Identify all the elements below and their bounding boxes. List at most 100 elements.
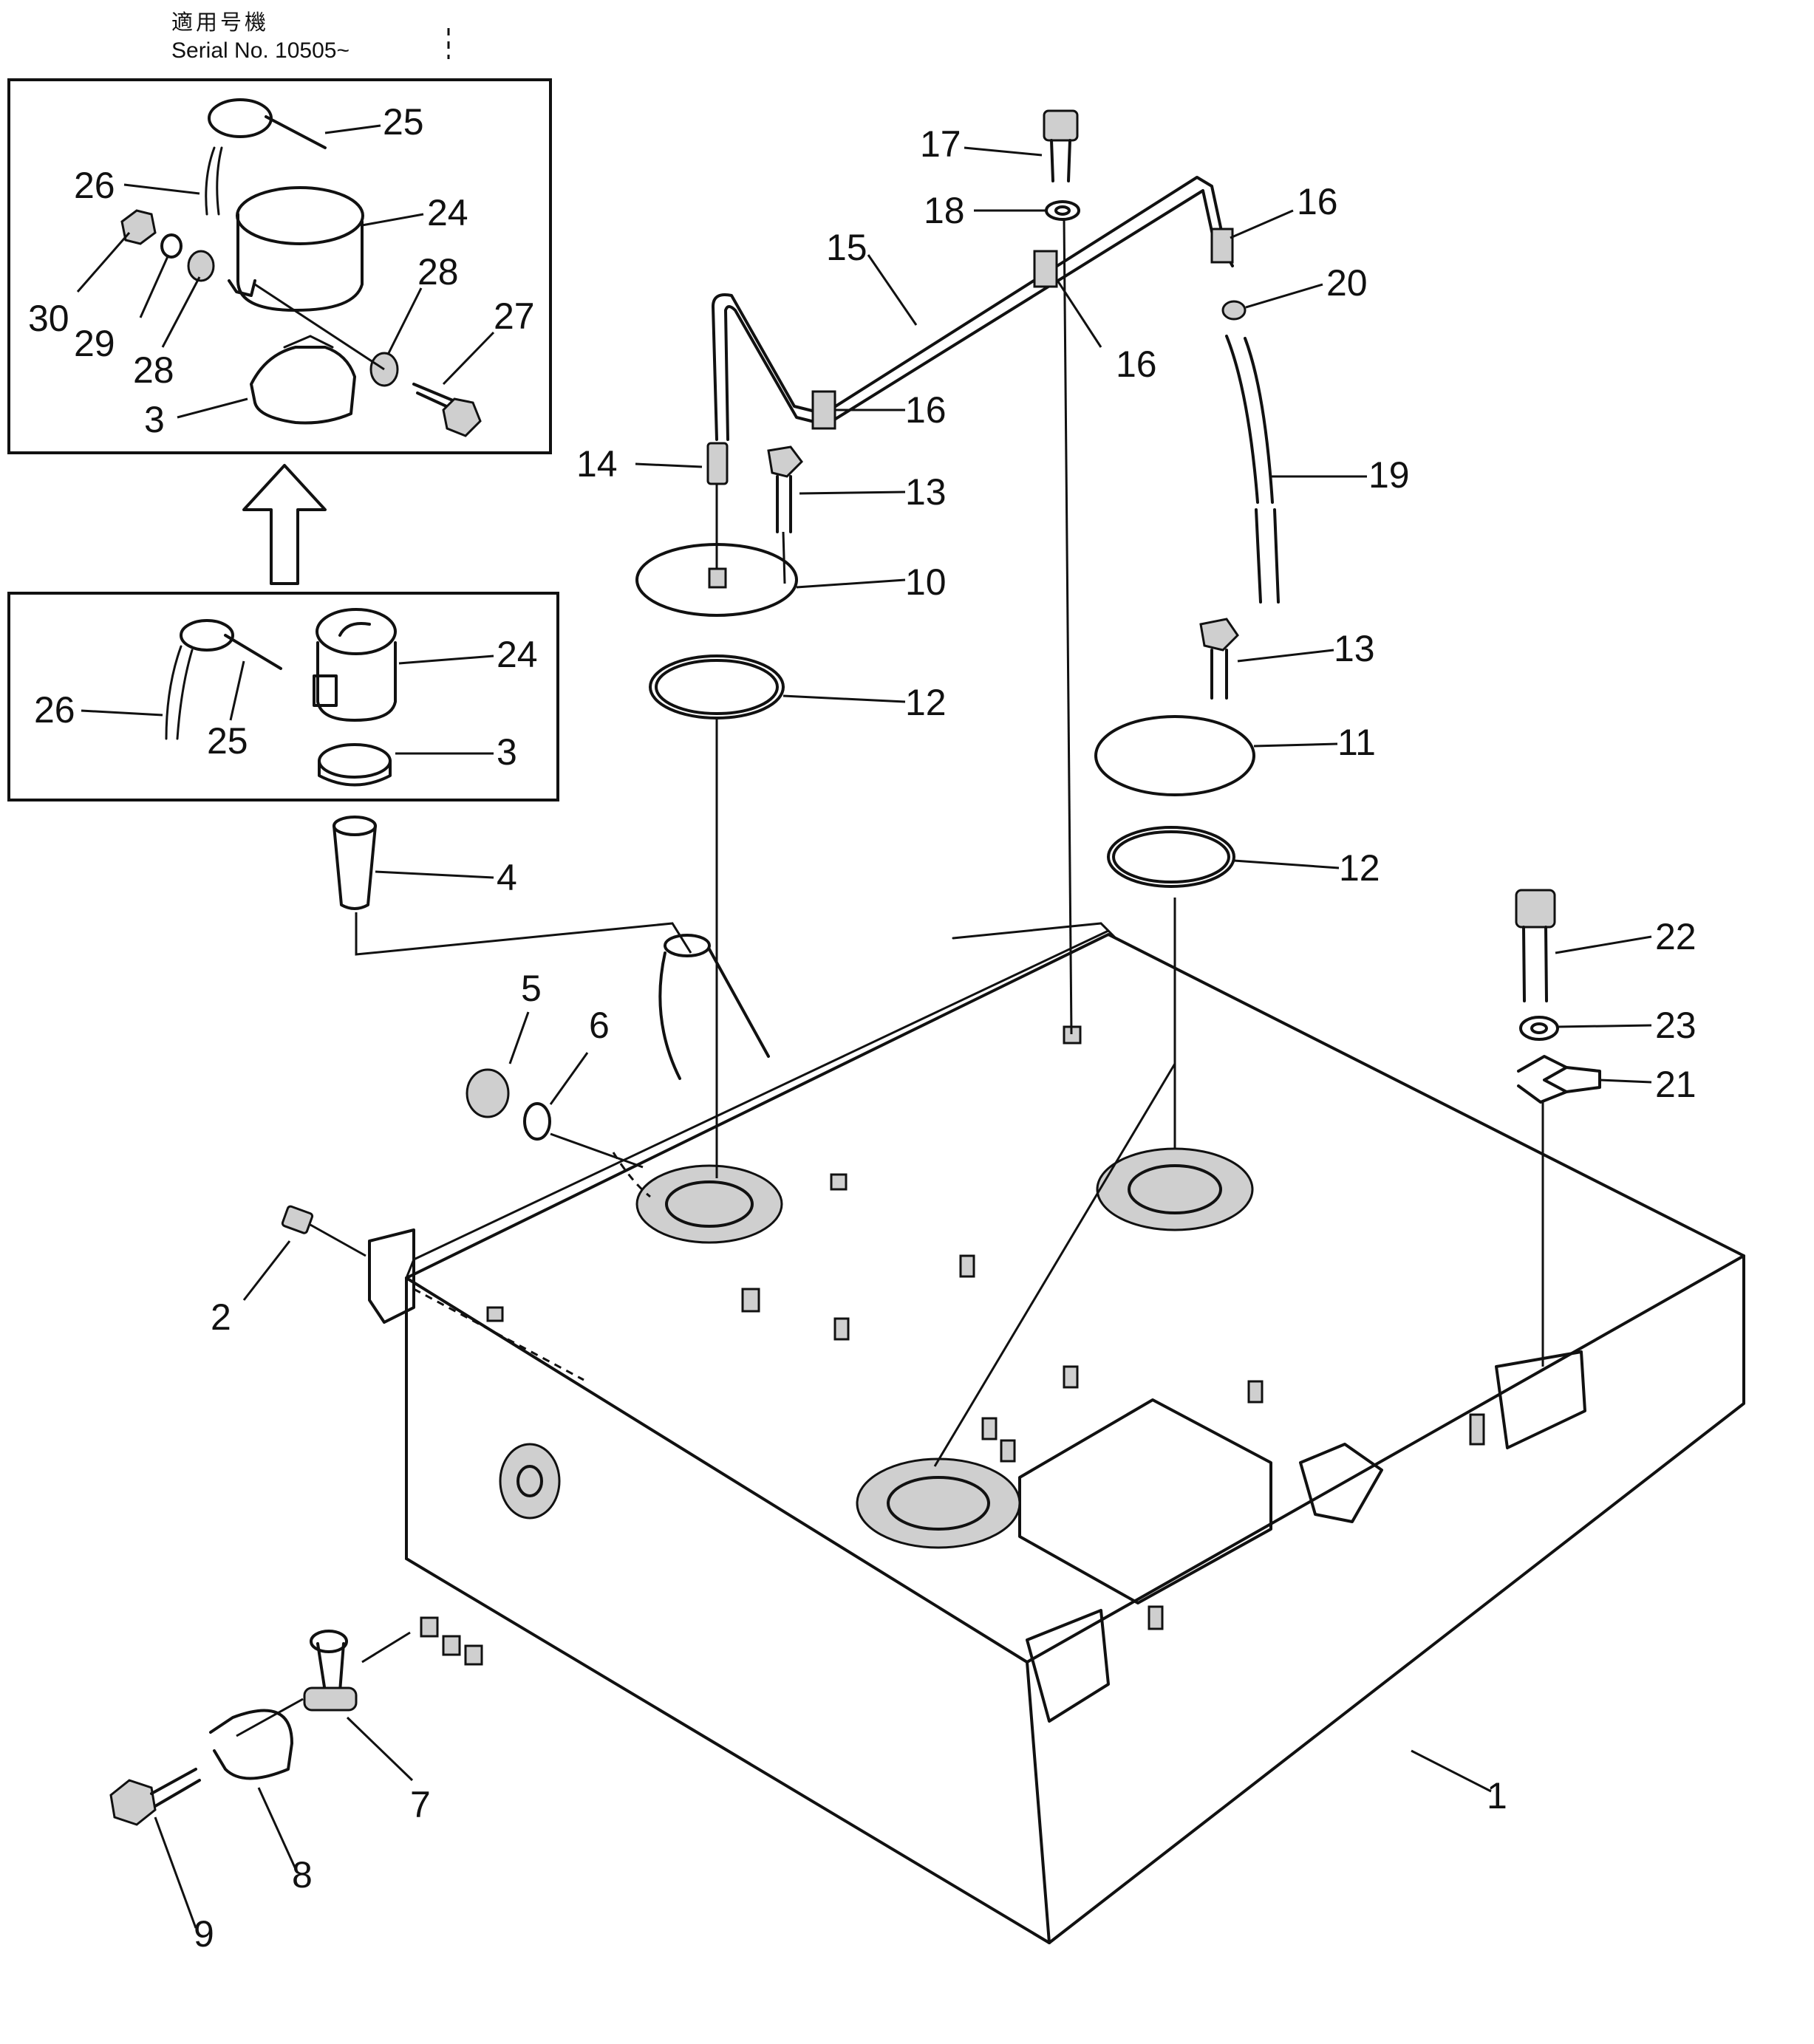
clamp-8-line <box>236 1698 304 1737</box>
fitting-14 <box>635 442 729 569</box>
leader-28a <box>161 276 201 348</box>
leader-30 <box>76 232 131 293</box>
leader-11 <box>1253 742 1338 748</box>
leader-4 <box>375 870 494 879</box>
leader-20 <box>1245 283 1323 309</box>
leader-7 <box>346 1716 414 1782</box>
leader-27 <box>442 331 495 386</box>
bracket-right <box>1495 1350 1586 1449</box>
callout-12a: 12 <box>905 682 947 723</box>
leader-6 <box>549 1052 589 1105</box>
oring-12a <box>649 654 906 1178</box>
leader-14 <box>635 462 703 468</box>
label-3-top: 3 <box>144 399 165 440</box>
washer-29 <box>160 233 183 259</box>
callout-labels: 1 2 4 5 6 7 8 9 10 11 12 12 13 13 14 15 … <box>194 123 1697 1955</box>
side-plug <box>499 1443 561 1520</box>
bracket-mid <box>1299 1443 1383 1523</box>
inset-top: 25 26 24 30 29 28 28 27 3 <box>7 78 552 454</box>
tube-mount-axis <box>1063 217 1073 1035</box>
strainer-route-line <box>355 912 692 956</box>
oring-6-line <box>550 1132 644 1169</box>
label-25-bottom: 25 <box>207 720 248 762</box>
leader-28b <box>386 287 423 355</box>
inset-bottom-frame <box>7 592 559 801</box>
leader-17 <box>964 146 1043 157</box>
upgrade-arrow-icon <box>242 464 327 585</box>
filler-cap-3-top <box>250 346 356 425</box>
side-plug-bore <box>516 1465 543 1497</box>
callout-8: 8 <box>292 1854 313 1896</box>
plate-21 <box>1517 1055 1652 1367</box>
leader-13b <box>1237 649 1334 663</box>
callout-19: 19 <box>1368 454 1410 496</box>
callout-10: 10 <box>905 561 947 603</box>
inset-top-frame <box>7 78 552 454</box>
callout-16c: 16 <box>1297 181 1338 222</box>
pin-25 <box>265 115 327 149</box>
bolt-17 <box>964 109 1079 182</box>
chain-26 <box>205 146 223 216</box>
port-flange-c <box>856 1457 1021 1549</box>
fuel-tank-1 <box>368 922 1745 1944</box>
plug-5 <box>466 1011 530 1118</box>
callout-5: 5 <box>521 968 542 1009</box>
leader-15 <box>867 254 918 326</box>
tank-cutout <box>1018 1398 1272 1604</box>
bracket-front <box>1026 1609 1110 1723</box>
leader-cap-to-bolt <box>254 283 385 371</box>
cap-body-24 <box>236 213 364 312</box>
cover-10 <box>635 543 906 617</box>
leader-3-top <box>177 397 248 419</box>
callout-1: 1 <box>1487 1775 1507 1816</box>
tank-outline <box>405 933 1745 1944</box>
leader-8 <box>257 1787 297 1870</box>
callout-7: 7 <box>410 1784 431 1825</box>
label-27: 27 <box>494 295 535 337</box>
cap-top-24b <box>316 608 397 655</box>
oring-6 <box>523 1052 644 1169</box>
leader-16-upper <box>1230 209 1294 239</box>
applicability-label: 適用号機 <box>171 10 269 35</box>
port-c-axis <box>933 1063 1176 1467</box>
port-flange-b <box>1096 1147 1254 1231</box>
serial-header: 適用号機 Serial No. 10505~ <box>171 10 450 63</box>
callout-16b: 16 <box>1116 343 1157 385</box>
washer-23 <box>1519 1016 1652 1041</box>
oring-12b <box>933 826 1340 1467</box>
cap-clip-24b <box>313 674 338 707</box>
clamp-16-mid <box>1033 250 1058 288</box>
bolt-head-27 <box>442 397 482 437</box>
studs <box>486 1025 1485 1630</box>
serial-number: Serial No. 10505~ <box>171 38 349 63</box>
leader-5 <box>508 1011 530 1064</box>
label-29: 29 <box>74 323 115 364</box>
collar-28a <box>187 250 215 282</box>
leader-29 <box>139 254 170 318</box>
cover-11 <box>1094 715 1338 796</box>
leader-2 <box>242 1240 291 1301</box>
leader-23 <box>1557 1024 1652 1028</box>
washer-18 <box>974 200 1080 221</box>
cap-tab-24 <box>228 279 256 297</box>
drain-valve-7 <box>303 1616 483 1782</box>
plug-2-line <box>310 1223 366 1257</box>
strainer-4 <box>333 816 692 956</box>
callout-20: 20 <box>1326 262 1368 304</box>
label-30: 30 <box>28 298 69 339</box>
tube-15 <box>712 176 1294 1035</box>
label-25-top: 25 <box>383 101 424 143</box>
leader-13a <box>799 491 906 495</box>
bolt-9 <box>109 1768 201 1929</box>
pin-25b <box>224 634 282 670</box>
fill-neck-mouth <box>664 934 711 957</box>
nut-30 <box>120 209 157 245</box>
callout-6: 6 <box>589 1005 610 1046</box>
callout-12b: 12 <box>1339 847 1380 889</box>
callout-13b: 13 <box>1334 628 1375 669</box>
callout-4: 4 <box>497 857 517 898</box>
leader-16-mid <box>1055 278 1102 348</box>
label-26-top: 26 <box>74 165 115 206</box>
leader-25 <box>324 124 381 134</box>
